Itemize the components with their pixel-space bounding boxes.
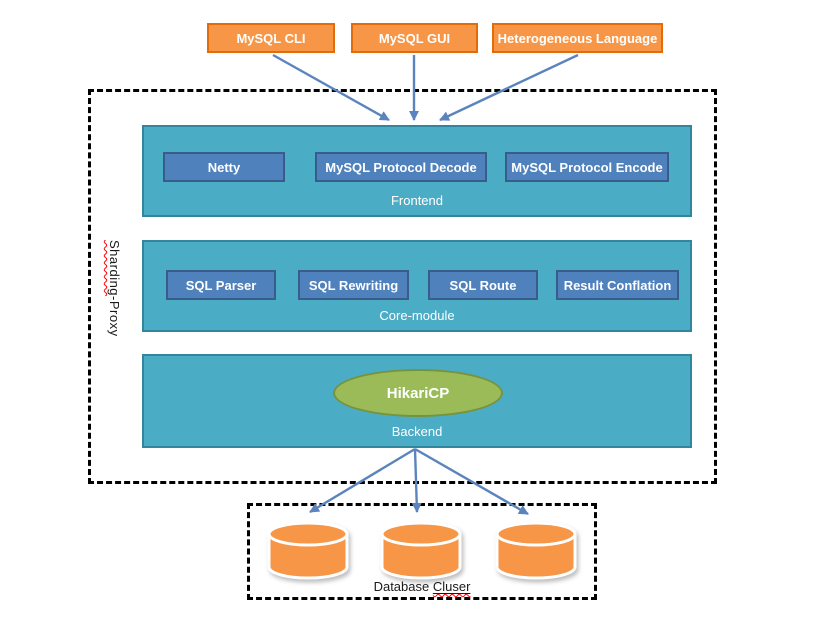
- module-label: SQL Parser: [185, 277, 257, 293]
- module-mysql-protocol-encode: MySQL Protocol Encode: [505, 152, 669, 182]
- module-sql-parser: SQL Parser: [166, 270, 276, 300]
- database-cluster-label-misspelled: Cluser: [432, 579, 471, 594]
- module-label: SQL Route: [449, 277, 517, 293]
- database-cluster-container: Database Cluser: [247, 503, 597, 600]
- sharding-proxy-label-misspelled-part: Sharding: [107, 240, 122, 297]
- pool-label: HikariCP: [386, 384, 450, 402]
- layer-frontend-label: Frontend: [390, 193, 444, 208]
- layer-backend-label: Backend: [391, 424, 443, 439]
- database-cluster-label: Database Cluser: [250, 579, 594, 594]
- client-box-heterogeneous-language: Heterogeneous Language: [492, 23, 663, 53]
- module-result-conflation: Result Conflation: [556, 270, 679, 300]
- module-label: MySQL Protocol Decode: [325, 159, 477, 175]
- hikaricp-pool-ellipse: HikariCP: [333, 369, 503, 417]
- module-label: Result Conflation: [563, 277, 672, 293]
- module-label: MySQL Protocol Encode: [511, 159, 663, 175]
- module-label: SQL Rewriting: [308, 277, 399, 293]
- module-label: Netty: [207, 159, 241, 175]
- database-icon: [265, 520, 351, 582]
- client-label: MySQL CLI: [236, 30, 306, 46]
- client-box-mysql-gui: MySQL GUI: [351, 23, 478, 53]
- layer-core-module-label: Core-module: [379, 308, 455, 323]
- module-netty: Netty: [163, 152, 285, 182]
- client-label: MySQL GUI: [378, 30, 451, 46]
- sharding-proxy-label: Sharding-Proxy: [105, 240, 122, 360]
- module-mysql-protocol-decode: MySQL Protocol Decode: [315, 152, 487, 182]
- client-box-mysql-cli: MySQL CLI: [207, 23, 335, 53]
- database-icon: [493, 520, 579, 582]
- database-icon: [378, 520, 464, 582]
- client-label: Heterogeneous Language: [497, 30, 658, 46]
- layer-frontend: Netty MySQL Protocol Decode MySQL Protoc…: [142, 125, 692, 217]
- layer-backend: HikariCP Backend: [142, 354, 692, 448]
- module-sql-rewriting: SQL Rewriting: [298, 270, 409, 300]
- module-sql-route: SQL Route: [428, 270, 538, 300]
- database-cluster-label-prefix: Database: [373, 579, 433, 594]
- layer-core-module: SQL Parser SQL Rewriting SQL Route Resul…: [142, 240, 692, 332]
- sharding-proxy-label-rest: -Proxy: [107, 296, 122, 337]
